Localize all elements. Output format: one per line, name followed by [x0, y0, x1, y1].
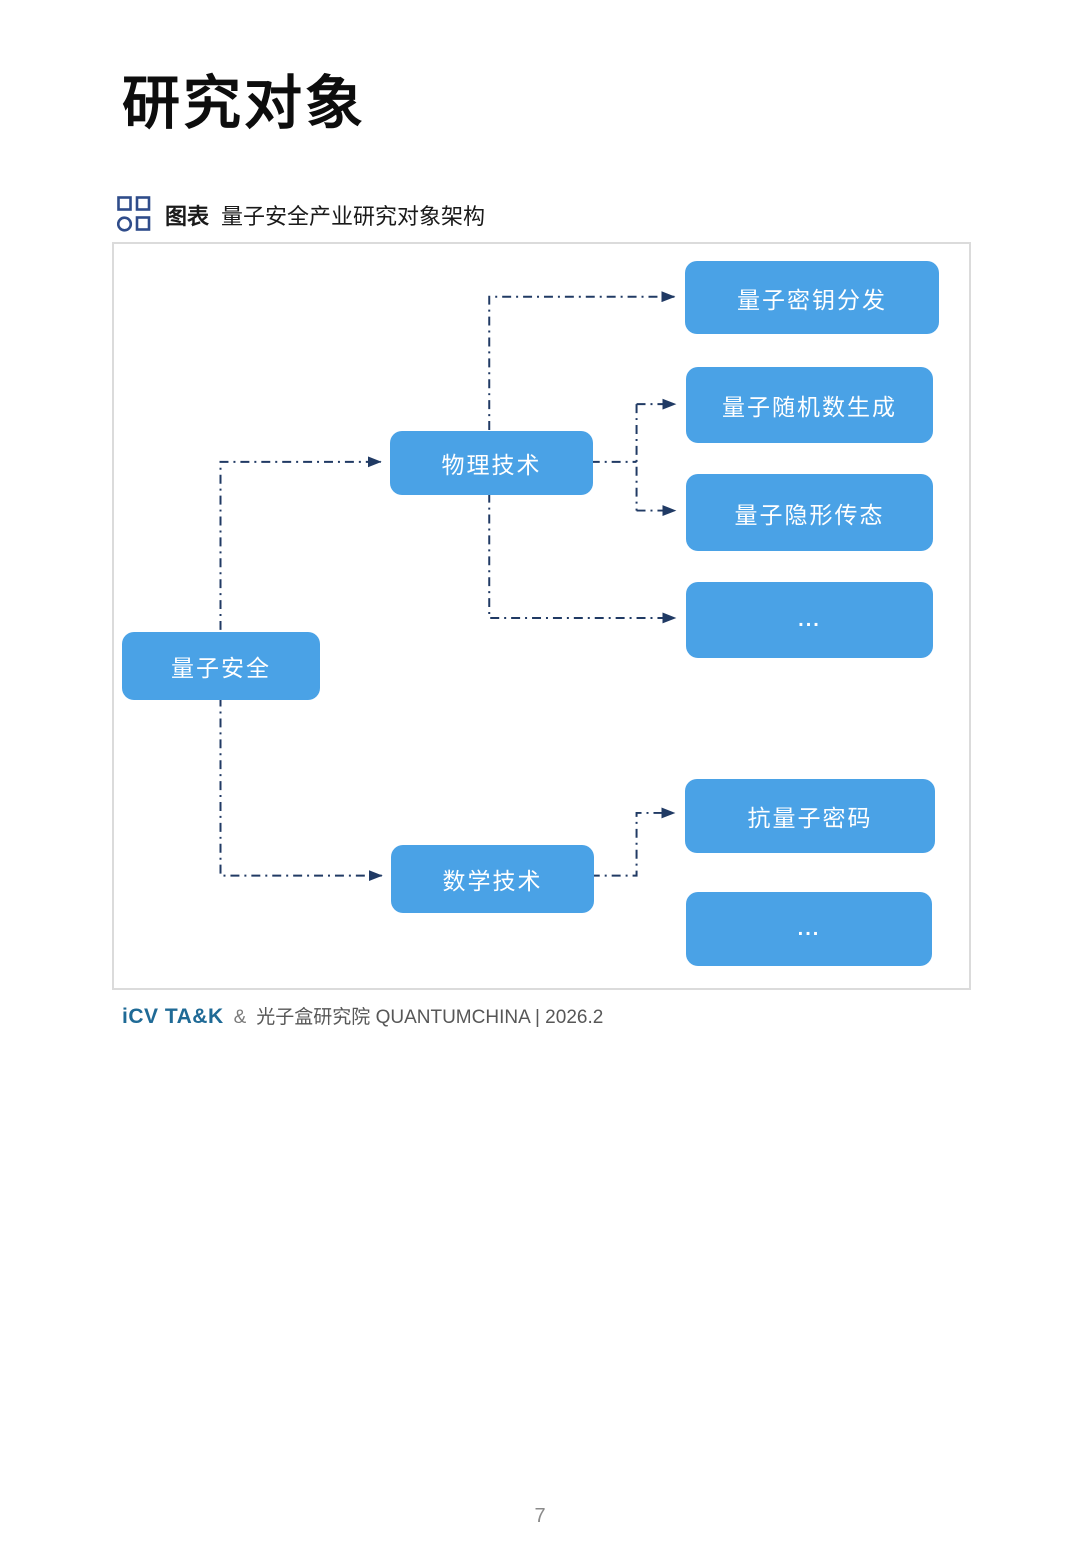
node-label: 量子密钥分发 [737, 286, 887, 313]
connector-physical-ellipsis [488, 493, 677, 624]
node-label: 量子隐形传态 [734, 501, 885, 528]
connector-physical-qkd [488, 291, 676, 430]
node-label: 量子随机数生成 [722, 394, 897, 420]
node-label: 抗量子密码 [747, 805, 873, 831]
node-label: ... [798, 608, 821, 631]
ampersand-separator: & [233, 1007, 247, 1028]
node-quantum-security: 量子安全 [122, 632, 320, 700]
caption-title: 量子安全产业研究对象架构 [221, 203, 486, 229]
grid-icon [117, 196, 151, 232]
chart-caption: 图表 量子安全产业研究对象架构 [117, 196, 485, 233]
connector-root-physical [219, 456, 382, 630]
caption-prefix: 图表 [165, 203, 210, 229]
node-ellipsis-math: ... [686, 892, 932, 966]
node-physical-tech: 物理技术 [390, 431, 593, 495]
node-quantum-teleportation: 量子隐形传态 [686, 474, 933, 551]
brand-logo-text: iCV TA&K [122, 1005, 224, 1028]
connector-math-pqc [590, 807, 676, 877]
node-math-tech: 数学技术 [391, 845, 594, 913]
page-title: 研究对象 [122, 71, 367, 136]
connector-root-math [219, 697, 383, 882]
node-ellipsis-physical: ... [686, 582, 933, 658]
node-label: 量子安全 [171, 655, 271, 681]
page-number: 7 [534, 1505, 546, 1527]
node-label: ... [797, 917, 821, 940]
node-post-quantum-crypto: 抗量子密码 [685, 779, 935, 853]
node-quantum-random-number: 量子随机数生成 [686, 367, 933, 443]
footer-source-line: iCV TA&K & 光子盒研究院 QUANTUMCHINA | 2026.2 [122, 1002, 603, 1029]
diagram-panel: 量子安全 物理技术 数学技术 量子密钥分发 量子随机数生成 量子隐形传态 ...… [112, 242, 971, 990]
connector-lines [219, 291, 677, 882]
node-label: 物理技术 [441, 452, 542, 478]
source-text: 光子盒研究院 QUANTUMCHINA | 2026.2 [256, 1007, 604, 1028]
caption-text: 图表 量子安全产业研究对象架构 [165, 199, 485, 231]
node-label: 数学技术 [442, 868, 543, 894]
node-quantum-key-distribution: 量子密钥分发 [685, 261, 939, 334]
